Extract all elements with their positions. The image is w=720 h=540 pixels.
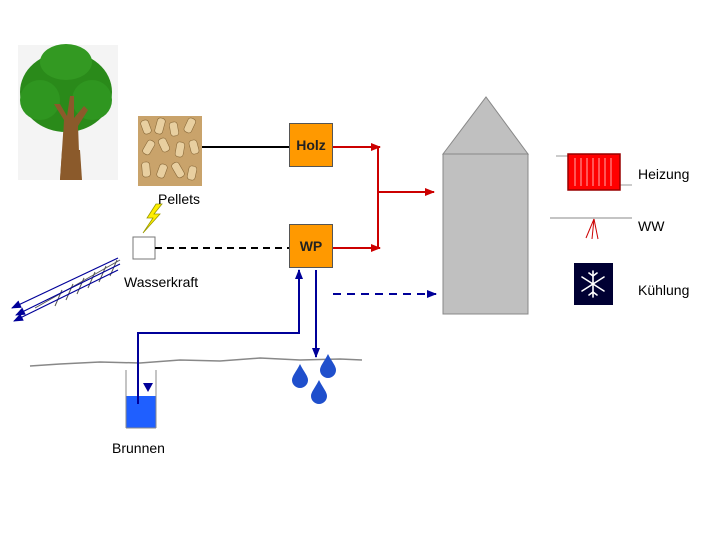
- building: [441, 96, 529, 315]
- wp-node: WP: [289, 224, 333, 268]
- hot-water-icon: [550, 217, 632, 240]
- ground-line-left: [29, 357, 363, 367]
- radiator-icon: [556, 153, 632, 191]
- lightning-icon: [142, 203, 163, 234]
- legend-kuehlung-label: Kühlung: [638, 282, 690, 298]
- river-hatch: [34, 259, 121, 309]
- tree-icon: [18, 44, 118, 180]
- river-flow-arrows: [11, 257, 121, 322]
- water-drop-icon: [292, 354, 336, 404]
- legend-heizung-label: Heizung: [638, 166, 690, 182]
- heating-lines: [333, 143, 435, 252]
- legend-ww-label: WW: [638, 218, 665, 234]
- well: [125, 370, 157, 429]
- brunnen-label: Brunnen: [112, 440, 165, 456]
- wasserkraft-label: Wasserkraft: [124, 274, 199, 290]
- pellets-label: Pellets: [158, 191, 201, 207]
- well-to-wp-pipe: [137, 269, 303, 404]
- holz-node: Holz: [289, 123, 333, 167]
- snowflake-icon: [574, 263, 613, 305]
- turbine-box: [132, 236, 156, 260]
- pellets-image: [138, 116, 202, 186]
